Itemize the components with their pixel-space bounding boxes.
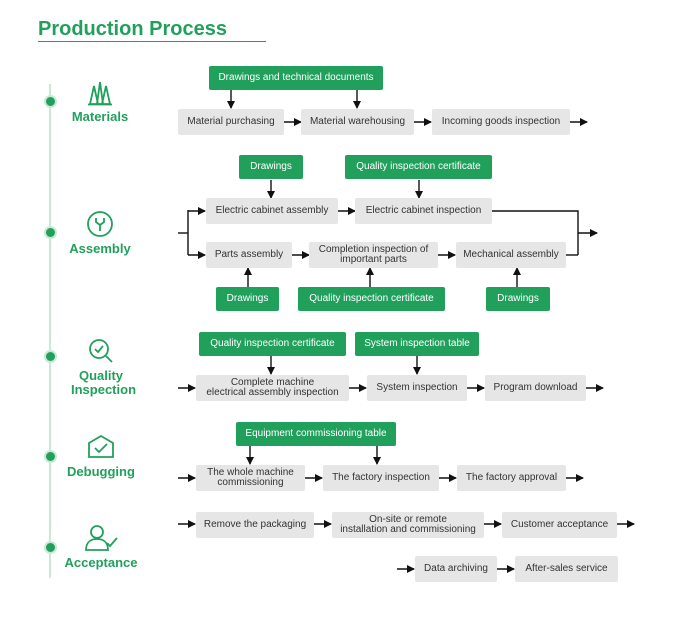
mechanical-assembly-box: Mechanical assembly [456,242,566,268]
data-archiving-box: Data archiving [415,556,497,582]
title-underline [38,41,266,42]
complete-machine-box: Complete machine electrical assembly ins… [196,375,349,401]
parts-assembly-label: Parts assembly [214,249,284,260]
stage-quality: Quality Inspection [62,337,140,397]
quality-table-box: System inspection table [355,332,479,356]
whole-machine-box: The whole machine commissioning [196,465,305,491]
stage-quality-label: Quality Inspection [71,368,137,397]
system-inspection-label: System inspection [376,382,458,393]
materials-icon [88,81,112,106]
system-inspection-box: System inspection [367,375,467,401]
assembly-drawings-bottom-1-box: Drawings [216,287,279,311]
incoming-goods-label: Incoming goods inspection [441,116,561,127]
stage-debugging-label: Debugging [67,464,135,479]
customer-acceptance-label: Customer acceptance [510,519,609,530]
cabinet-inspection-label: Electric cabinet inspection [365,205,482,216]
assembly-drawings-top-box: Drawings [239,155,303,179]
data-archiving-label: Data archiving [424,563,488,574]
material-warehousing-label: Material warehousing [309,116,406,127]
factory-approval-box: The factory approval [457,465,566,491]
assembly-drawings-bottom-2-box: Drawings [486,287,550,311]
stage-debugging: Debugging [60,433,142,479]
person-check-icon [85,525,118,551]
whole-machine-line1: The whole machine [207,467,294,478]
onsite-installation-line2: installation and commissioning [340,524,476,535]
complete-machine-line2: electrical assembly inspection [206,387,339,398]
customer-acceptance-box: Customer acceptance [502,512,617,538]
complete-machine-line1: Complete machine [230,377,315,388]
material-purchasing-box: Material purchasing [178,109,284,135]
timeline-dot-acceptance [44,541,57,554]
incoming-goods-box: Incoming goods inspection [432,109,570,135]
onsite-installation-line1: On-site or remote [369,514,447,525]
wrench-icon [87,211,113,237]
box-check-icon [88,434,114,458]
cabinet-assembly-box: Electric cabinet assembly [206,198,338,224]
factory-approval-label: The factory approval [465,472,558,483]
quality-qic-box: Quality inspection certificate [199,332,346,356]
stage-acceptance: Acceptance [60,524,142,570]
debugging-table-box: Equipment commissioning table [236,422,396,446]
material-purchasing-label: Material purchasing [187,116,275,127]
stage-materials: Materials [62,80,138,124]
stage-assembly-label: Assembly [69,241,131,256]
factory-inspection-box: The factory inspection [323,465,439,491]
parts-assembly-box: Parts assembly [206,242,292,268]
cabinet-inspection-box: Electric cabinet inspection [355,198,492,224]
cabinet-assembly-label: Electric cabinet assembly [215,205,329,216]
mechanical-assembly-label: Mechanical assembly [463,249,559,260]
assembly-qic-bottom-box: Quality inspection certificate [298,287,445,311]
timeline-line [49,84,51,578]
onsite-installation-box: On-site or remote installation and commi… [332,512,484,538]
after-sales-label: After-sales service [525,563,608,574]
assembly-qic-top-box: Quality inspection certificate [345,155,492,179]
stage-materials-label: Materials [71,109,129,124]
remove-packaging-box: Remove the packaging [196,512,314,538]
page-title: Production Process [38,18,227,40]
stage-assembly: Assembly [62,210,138,256]
timeline-dot-assembly [44,226,57,239]
whole-machine-line2: commissioning [217,477,284,488]
program-download-box: Program download [485,375,586,401]
factory-inspection-label: The factory inspection [332,472,430,483]
material-warehousing-box: Material warehousing [301,109,414,135]
remove-packaging-label: Remove the packaging [203,519,307,530]
program-download-label: Program download [493,382,578,393]
timeline-dot-debugging [44,450,57,463]
completion-inspection-line2: important parts [340,254,407,265]
magnifier-check-icon [89,339,113,363]
after-sales-box: After-sales service [515,556,618,582]
completion-inspection-line1: Completion inspection of [318,244,429,255]
materials-docs-box: Drawings and technical documents [209,66,383,90]
stage-acceptance-label: Acceptance [64,555,138,570]
timeline-dot-quality [44,350,57,363]
timeline-dot-materials [44,95,57,108]
completion-inspection-box: Completion inspection of important parts [309,242,438,268]
